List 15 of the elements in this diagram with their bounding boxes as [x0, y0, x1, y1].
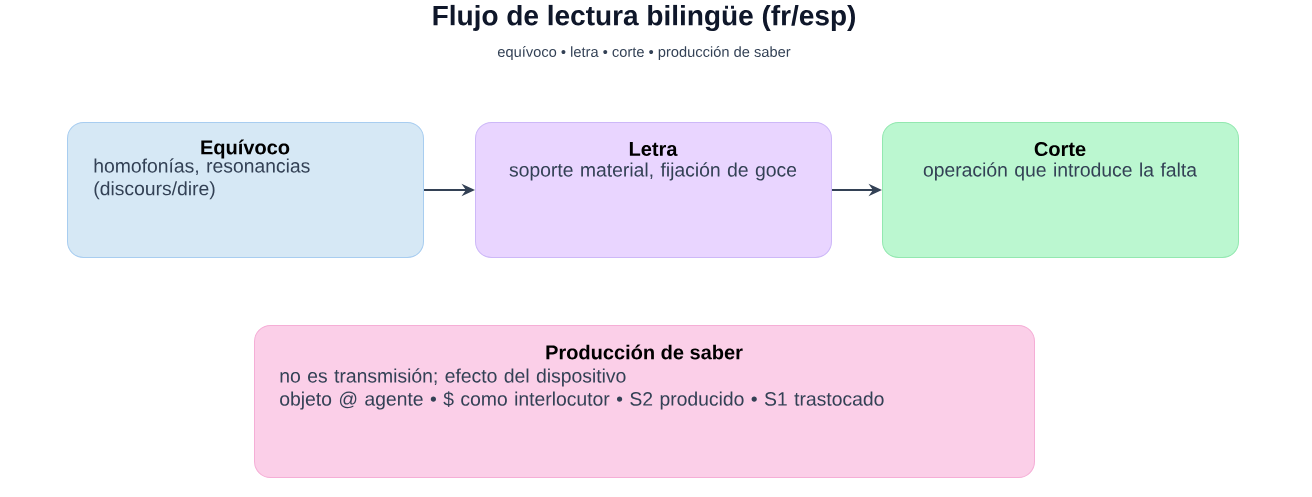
box-heading: Equívoco [201, 139, 290, 159]
process-box [67, 122, 424, 258]
process-box [475, 122, 832, 258]
box-text: objeto @ agente • $ como interlocutor • S2 producido • S1 trastocado [280, 391, 884, 410]
box-text: operación que introduce la falta [923, 162, 1197, 181]
box-heading: Producción de saber [546, 344, 743, 360]
title: Flujo de lectura bilingüe (fr/esp) [433, 4, 855, 32]
box-heading: Letra [629, 142, 678, 156]
process-box [882, 122, 1239, 258]
process-box [254, 325, 1035, 478]
box-text: homofonías, resonancias (discours/dire) [94, 158, 310, 200]
box-text: soporte material, fijación de goce [509, 162, 797, 181]
box-heading: Corte [1034, 141, 1086, 157]
box-text: no es transmisión; efecto del dispositivo [280, 368, 626, 387]
subtitle: equívoco • letra • corte • producción de saber [497, 46, 791, 60]
